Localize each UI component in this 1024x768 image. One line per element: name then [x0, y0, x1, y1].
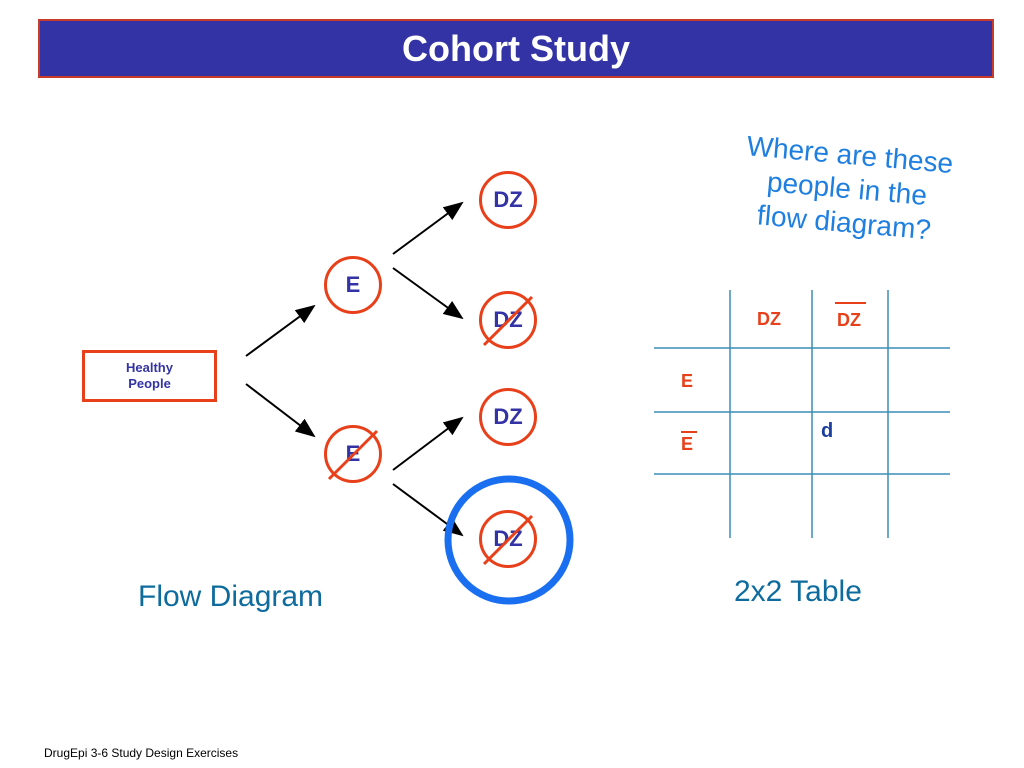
exposed-disease-label: DZ: [493, 187, 523, 212]
col-header-no-disease: DZ: [837, 310, 861, 330]
unexposed-disease-node: DZ: [479, 388, 537, 446]
arrow-to-unexposed: [245, 383, 316, 438]
exposed-label: E: [345, 272, 361, 297]
cell-d: d: [821, 420, 834, 442]
exposed-disease-node: DZ: [479, 171, 537, 229]
footer-text: DrugEpi 3-6 Study Design Exercises: [44, 746, 239, 760]
title-bar: Cohort Study: [38, 19, 994, 78]
arrow-unexposed-to-dz: [392, 416, 464, 471]
arrow-exposed-to-dz: [392, 201, 464, 255]
arrow-exposed-to-no-dz: [392, 267, 464, 320]
unexposed-disease-label: DZ: [493, 404, 523, 429]
healthy-people-node: Healthy People: [82, 350, 217, 402]
arrow-to-exposed: [245, 304, 316, 357]
healthy-people-label: Healthy People: [126, 360, 173, 391]
row-header-exposed: E: [681, 371, 694, 391]
highlight-circle: [444, 475, 574, 605]
slide-title: Cohort Study: [402, 27, 630, 69]
exposed-node: E: [324, 256, 382, 314]
table-caption: 2x2 Table: [734, 575, 862, 608]
col-header-disease: DZ: [757, 309, 781, 329]
no-disease-slash: [482, 295, 534, 347]
not-exposed-slash: [327, 429, 379, 481]
no-disease-slash: [482, 514, 534, 566]
row-header-unexposed: E: [681, 434, 694, 454]
flow-diagram-caption: Flow Diagram: [138, 580, 324, 613]
